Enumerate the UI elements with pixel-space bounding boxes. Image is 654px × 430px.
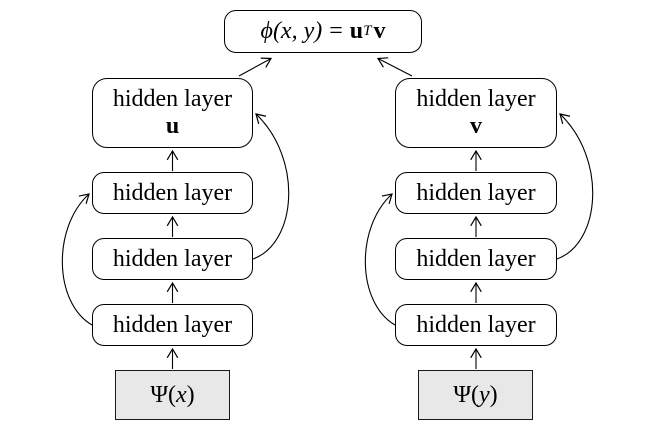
right-input-arg: y <box>479 381 490 408</box>
right-hidden-layer-2-label: hidden layer <box>416 245 536 272</box>
right-hidden-layer-3: hidden layer <box>395 172 557 214</box>
left-u-vector-label: u <box>165 113 180 139</box>
skip-left-l1-to-l3 <box>61 194 93 326</box>
left-top-hidden-box: hidden layer u <box>92 78 253 148</box>
formula-transpose: T <box>363 23 372 39</box>
left-top-hidden-label: hidden layer <box>112 86 233 113</box>
right-hidden-layer-1: hidden layer <box>395 304 557 346</box>
right-input-close: ) <box>489 381 498 408</box>
right-hidden-layer-3-label: hidden layer <box>416 179 536 206</box>
right-input-psi: Ψ( <box>453 381 480 408</box>
arrow-v-to-output <box>378 59 413 77</box>
arrow-u-to-output <box>238 59 271 77</box>
left-input-box: Ψ(x) <box>115 370 230 420</box>
left-input-arg: x <box>176 381 187 408</box>
right-hidden-layer-2: hidden layer <box>395 238 557 280</box>
left-hidden-layer-2-label: hidden layer <box>112 245 233 272</box>
skip-right-l1-to-l3 <box>364 194 396 326</box>
skip-left-l2-to-u <box>252 114 290 260</box>
formula-phi: ϕ(x, y) <box>260 18 323 44</box>
right-top-hidden-box: hidden layer v <box>395 78 557 148</box>
formula-u: u <box>349 18 364 44</box>
left-hidden-layer-2: hidden layer <box>92 238 253 280</box>
left-hidden-layer-3: hidden layer <box>92 172 253 214</box>
right-input-box: Ψ(y) <box>418 370 533 420</box>
left-input-close: ) <box>186 381 195 408</box>
left-hidden-layer-3-label: hidden layer <box>112 179 233 206</box>
formula-equals: = <box>329 18 343 44</box>
right-hidden-layer-1-label: hidden layer <box>416 311 536 338</box>
left-hidden-layer-1-label: hidden layer <box>112 311 233 338</box>
right-top-hidden-label: hidden layer <box>416 86 536 113</box>
formula-v: v <box>373 18 386 44</box>
left-input-psi: Ψ( <box>150 381 177 408</box>
left-hidden-layer-1: hidden layer <box>92 304 253 346</box>
skip-right-l2-to-v <box>556 114 594 260</box>
right-v-vector-label: v <box>470 113 482 139</box>
output-formula-box: ϕ(x, y) = u T v <box>224 10 422 53</box>
